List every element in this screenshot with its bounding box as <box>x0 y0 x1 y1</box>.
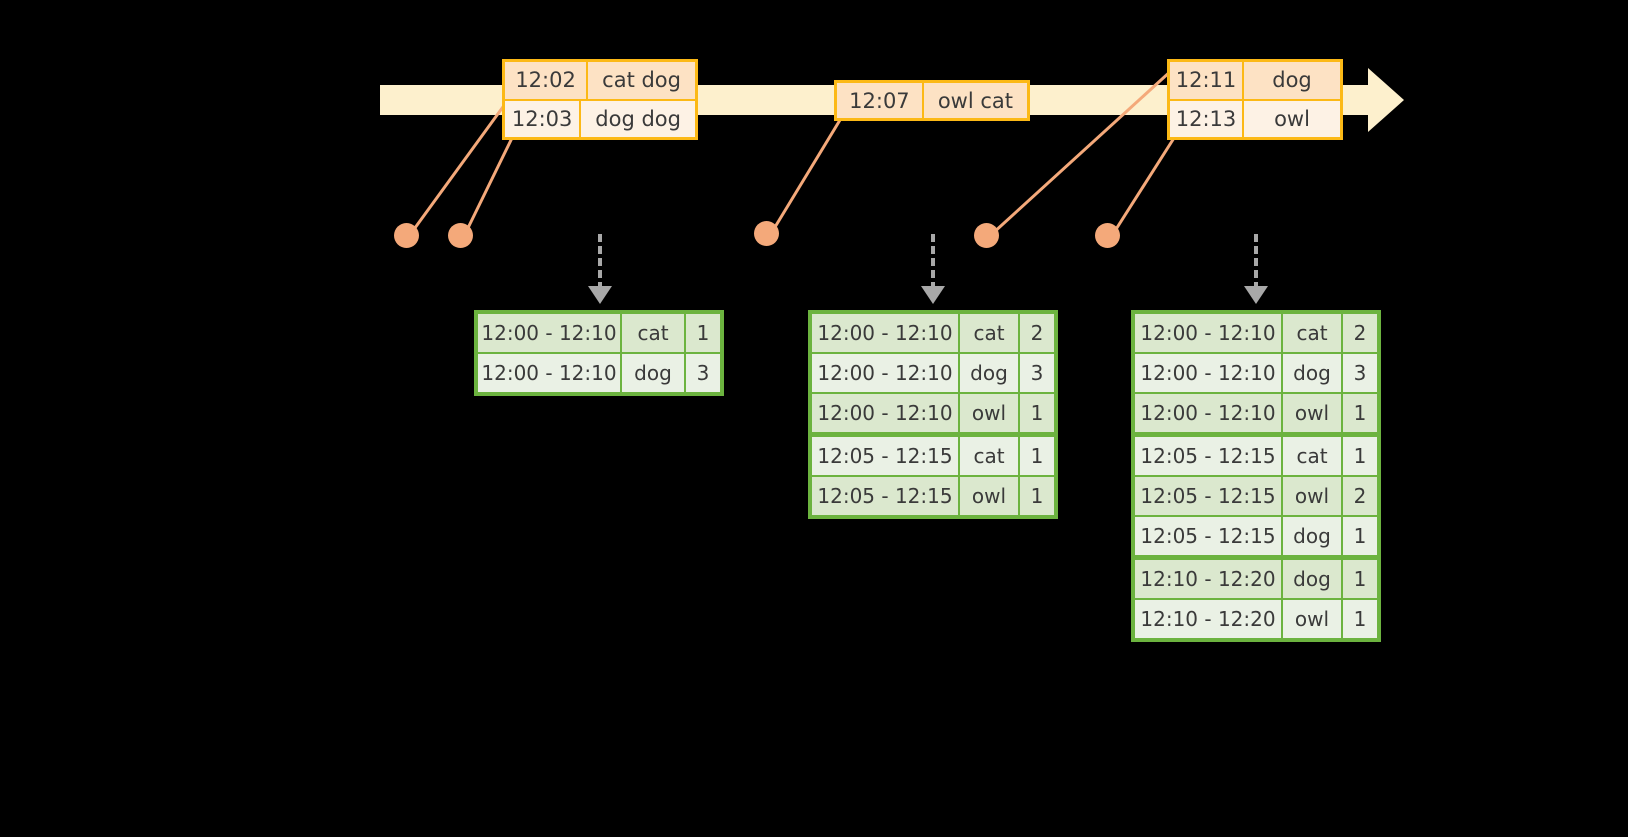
count-cell: 1 <box>1343 560 1377 598</box>
window-cell: 12:00 - 12:10 <box>812 314 960 352</box>
count-cell: 1 <box>1343 600 1377 638</box>
count-cell: 2 <box>1020 314 1054 352</box>
window-cell: 12:05 - 12:15 <box>812 437 960 475</box>
word-cell: dog <box>1283 560 1343 598</box>
count-cell: 1 <box>1020 477 1054 515</box>
timeline-arrow-head <box>1368 68 1404 132</box>
event-words: owl <box>1244 100 1340 137</box>
event-time: 12:13 <box>1170 100 1244 137</box>
word-cell: cat <box>622 314 686 352</box>
word-cell: dog <box>622 354 686 392</box>
arrow-stem <box>1254 234 1258 290</box>
arrow-head <box>588 286 612 304</box>
window-cell: 12:00 - 12:10 <box>1135 354 1283 392</box>
window-cell: 12:10 - 12:20 <box>1135 560 1283 598</box>
event-words: dog <box>1244 62 1340 99</box>
word-cell: dog <box>960 354 1020 392</box>
window-cell: 12:10 - 12:20 <box>1135 600 1283 638</box>
word-cell: dog <box>1283 354 1343 392</box>
connector-dot-3 <box>754 221 779 246</box>
count-cell: 3 <box>1020 354 1054 392</box>
event-row: 12:07 owl cat <box>837 83 1027 118</box>
window-cell: 12:00 - 12:10 <box>1135 394 1283 432</box>
count-cell: 1 <box>1343 394 1377 432</box>
event-words: owl cat <box>923 83 1027 118</box>
window-cell: 12:05 - 12:15 <box>1135 477 1283 515</box>
event-words: dog dog <box>581 100 695 137</box>
connector-dot-4 <box>974 223 999 248</box>
event-row: 12:02 cat dog <box>505 62 695 99</box>
event-group-1: 12:02 cat dog 12:03 dog dog <box>502 59 698 140</box>
event-time: 12:03 <box>505 100 582 137</box>
connector-dot-5 <box>1095 223 1120 248</box>
arrow-stem <box>931 234 935 290</box>
count-cell: 3 <box>1343 354 1377 392</box>
window-cell: 12:00 - 12:10 <box>812 354 960 392</box>
word-cell: cat <box>960 314 1020 352</box>
connector-dot-2 <box>448 223 473 248</box>
event-time: 12:11 <box>1170 62 1244 99</box>
window-cell: 12:05 - 12:15 <box>812 477 960 515</box>
event-row: 12:11 dog <box>1170 62 1340 99</box>
word-cell: owl <box>1283 477 1343 515</box>
window-cell: 12:05 - 12:15 <box>1135 437 1283 475</box>
event-group-3: 12:11 dog 12:13 owl <box>1167 59 1343 140</box>
word-cell: cat <box>1283 314 1343 352</box>
word-cell: cat <box>960 437 1020 475</box>
word-cell: owl <box>960 477 1020 515</box>
event-row: 12:13 owl <box>1170 98 1340 137</box>
arrow-stem <box>598 234 602 290</box>
window-cell: 12:00 - 12:10 <box>478 354 622 392</box>
count-cell: 1 <box>1020 394 1054 432</box>
word-cell: owl <box>1283 600 1343 638</box>
window-cell: 12:00 - 12:10 <box>812 394 960 432</box>
event-row: 12:03 dog dog <box>505 98 695 137</box>
count-cell: 2 <box>1343 477 1377 515</box>
event-time: 12:02 <box>505 62 589 99</box>
event-time: 12:07 <box>837 83 924 118</box>
arrow-head <box>921 286 945 304</box>
arrow-head <box>1244 286 1268 304</box>
count-cell: 3 <box>686 354 720 392</box>
window-cell: 12:00 - 12:10 <box>1135 314 1283 352</box>
event-group-2: 12:07 owl cat <box>834 80 1030 121</box>
word-cell: dog <box>1283 517 1343 555</box>
window-cell: 12:00 - 12:10 <box>478 314 622 352</box>
count-cell: 1 <box>686 314 720 352</box>
count-cell: 1 <box>1343 517 1377 555</box>
count-cell: 1 <box>1343 437 1377 475</box>
count-cell: 1 <box>1020 437 1054 475</box>
connector-dot-1 <box>394 223 419 248</box>
word-cell: owl <box>1283 394 1343 432</box>
window-cell: 12:05 - 12:15 <box>1135 517 1283 555</box>
count-cell: 2 <box>1343 314 1377 352</box>
event-words: cat dog <box>588 62 695 99</box>
word-cell: owl <box>960 394 1020 432</box>
word-cell: cat <box>1283 437 1343 475</box>
